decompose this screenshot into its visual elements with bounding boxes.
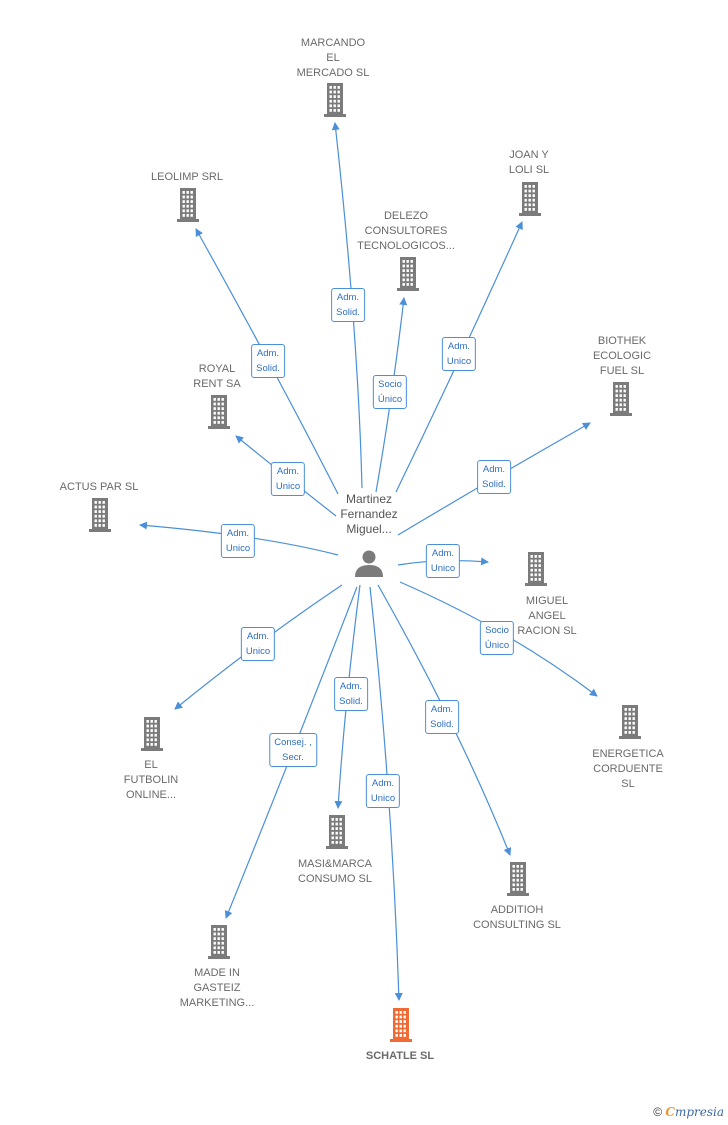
building-icon-futbolin[interactable] bbox=[141, 717, 163, 751]
company-label-futbolin[interactable]: EL FUTBOLIN ONLINE... bbox=[123, 759, 179, 801]
edge-label-actus[interactable]: Adm. Unico bbox=[220, 524, 256, 558]
edge-label-marcando[interactable]: Adm. Solid. bbox=[331, 288, 365, 322]
building-icon-energetica[interactable] bbox=[619, 705, 641, 739]
company-label-biothek[interactable]: BIOTHEK ECOLOGIC FUEL SL bbox=[592, 335, 652, 377]
company-label-energetica[interactable]: ENERGETICA CORDUENTE SL bbox=[592, 748, 664, 790]
building-icon-schatle[interactable] bbox=[390, 1008, 412, 1042]
building-icon-marcando[interactable] bbox=[324, 83, 346, 117]
company-label-joan[interactable]: JOAN Y LOLI SL bbox=[508, 149, 550, 176]
building-icon-additioh[interactable] bbox=[507, 862, 529, 896]
building-icon-royal[interactable] bbox=[208, 395, 230, 429]
edge-label-delezo[interactable]: Socio Único bbox=[372, 375, 408, 409]
building-icon-miguel[interactable] bbox=[525, 552, 547, 586]
edge-label-additioh[interactable]: Adm. Solid. bbox=[425, 700, 459, 734]
edge-label-leolimp[interactable]: Adm. Solid. bbox=[251, 344, 285, 378]
building-icon-leolimp[interactable] bbox=[177, 188, 199, 222]
company-label-masi[interactable]: MASI&MARCA CONSUMO SL bbox=[298, 858, 372, 885]
edge-label-energetica[interactable]: Socio Único bbox=[479, 621, 515, 655]
footer-brand: © Cmpresia bbox=[653, 1105, 724, 1119]
brand-name: mpresia bbox=[674, 1105, 724, 1119]
company-label-leolimp[interactable]: LEOLIMP SRL bbox=[151, 171, 223, 183]
edge-label-masi[interactable]: Adm. Solid. bbox=[334, 677, 368, 711]
person-icon[interactable] bbox=[355, 550, 383, 578]
company-label-delezo[interactable]: DELEZO CONSULTORES TECNOLOGICOS... bbox=[357, 210, 455, 252]
center-person-label[interactable]: Martinez Fernandez Miguel... bbox=[340, 492, 398, 536]
company-label-actus[interactable]: ACTUS PAR SL bbox=[59, 481, 139, 493]
building-icon-joan[interactable] bbox=[519, 182, 541, 216]
building-icon-masi[interactable] bbox=[326, 815, 348, 849]
building-icon-made[interactable] bbox=[208, 925, 230, 959]
company-label-made[interactable]: MADE IN GASTEIZ MARKETING... bbox=[179, 967, 255, 1009]
company-label-additioh[interactable]: ADDITIOH CONSULTING SL bbox=[473, 904, 561, 931]
company-label-royal[interactable]: ROYAL RENT SA bbox=[193, 363, 241, 390]
building-icon-delezo[interactable] bbox=[397, 257, 419, 291]
company-label-marcando[interactable]: MARCANDO EL MERCADO SL bbox=[296, 37, 370, 79]
copyright-symbol: © bbox=[653, 1105, 663, 1119]
building-icon-actus[interactable] bbox=[89, 498, 111, 532]
company-label-schatle[interactable]: SCHATLE SL bbox=[365, 1050, 435, 1062]
edge-label-futbolin[interactable]: Adm. Unico bbox=[240, 627, 276, 661]
edge-label-royal[interactable]: Adm. Unico bbox=[270, 462, 306, 496]
edge-label-made[interactable]: Consej. , Secr. bbox=[269, 733, 317, 767]
company-label-miguel[interactable]: MIGUEL ANGEL RACION SL bbox=[517, 595, 577, 637]
edge-label-schatle[interactable]: Adm. Unico bbox=[365, 774, 401, 808]
brand-initial: C bbox=[665, 1105, 675, 1119]
edge-label-joan[interactable]: Adm. Unico bbox=[441, 337, 477, 371]
building-icon-biothek[interactable] bbox=[610, 382, 632, 416]
edge-label-biothek[interactable]: Adm. Solid. bbox=[477, 460, 511, 494]
edge-label-miguel[interactable]: Adm. Unico bbox=[425, 544, 461, 578]
